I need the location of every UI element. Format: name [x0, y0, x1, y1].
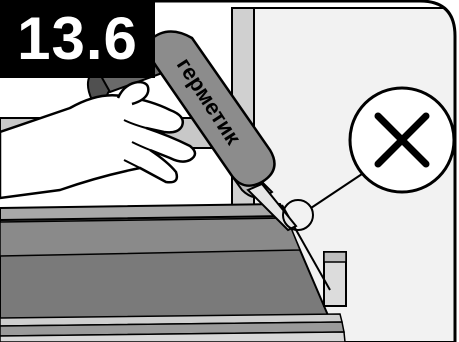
step-number: 13.6 [0, 4, 155, 74]
floor-panel-middle [0, 218, 300, 256]
corner-block-top [324, 252, 346, 262]
step-badge: 13.6 [0, 0, 155, 78]
floor-panel-top-edge [0, 204, 287, 220]
